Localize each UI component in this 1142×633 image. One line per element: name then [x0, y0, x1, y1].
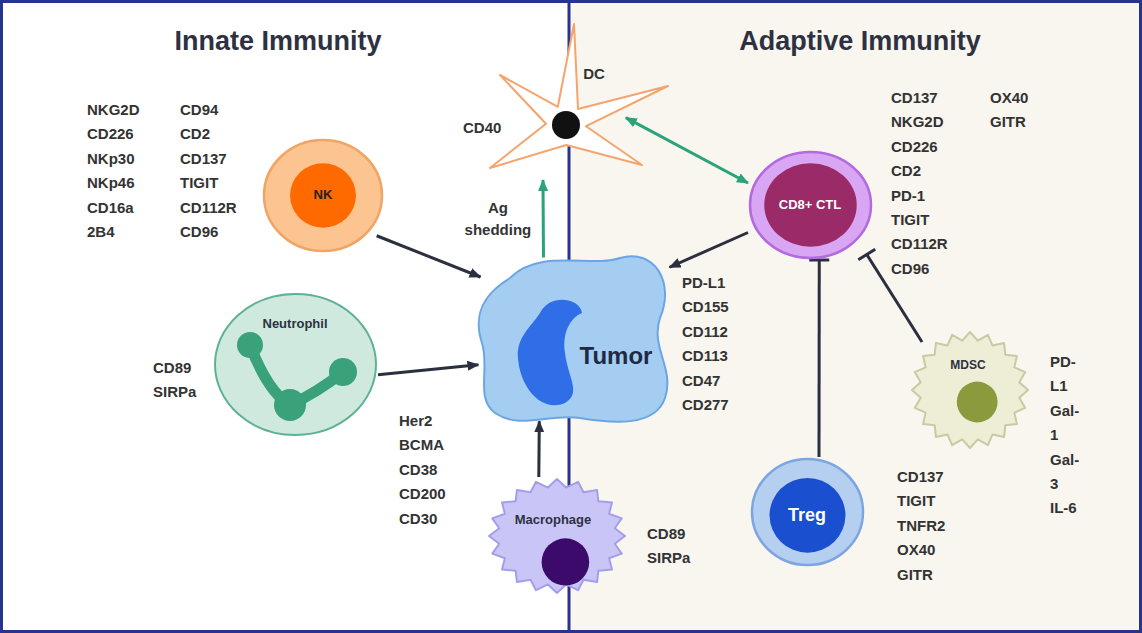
tumor-cell-shape	[470, 238, 680, 433]
macrophage-cell-shape	[487, 477, 627, 595]
cell-body	[264, 140, 382, 251]
nk-cell: NK	[262, 138, 384, 253]
dendritic-cell-shape	[470, 20, 675, 180]
cell-body	[490, 24, 668, 168]
cell-body	[215, 294, 376, 435]
cell-name: NK	[314, 188, 333, 203]
neutrophil-cell-shape	[213, 292, 378, 437]
region-heading: Adaptive Immunity	[739, 26, 981, 57]
nucleus-lobe	[237, 332, 263, 358]
cell-nucleus	[290, 163, 356, 227]
arrow-connector	[541, 180, 545, 258]
cell-name: DC	[583, 65, 605, 82]
cell-nucleus	[764, 163, 857, 247]
neutrophil-cell: Neutrophil	[213, 292, 378, 437]
cell-body	[912, 332, 1028, 448]
macrophage-cell: Macrophage	[487, 477, 627, 595]
cell-name: Macrophage	[515, 513, 592, 528]
cell-name: CD8+ CTL	[779, 198, 841, 213]
cell-body	[750, 152, 871, 258]
cell-nucleus	[770, 478, 846, 553]
cell-name: Treg	[788, 505, 826, 526]
cell-nucleus	[957, 382, 998, 423]
cell-nucleus	[552, 111, 580, 139]
cell-body	[752, 459, 863, 565]
marker-list: CD137 TIGIT TNFR2 OX40 GITR	[897, 465, 945, 587]
arrow-connector	[626, 118, 748, 183]
cell-name: Tumor	[580, 342, 653, 370]
marker-list: OX40 GITR	[990, 86, 1028, 135]
marker-list: CD40	[463, 116, 501, 140]
inhibition-line	[818, 260, 821, 457]
treg-cell: Treg	[750, 457, 865, 567]
cell-name: Neutrophil	[263, 317, 328, 332]
marker-list: CD89 SIRPa	[153, 356, 196, 405]
arrow-connector	[537, 421, 541, 477]
marker-list: PD-L1 Gal-1 Gal-3 IL-6	[1050, 350, 1079, 521]
cell-nucleus	[518, 300, 582, 405]
cell-body	[489, 479, 625, 593]
tumor-cell: Tumor	[470, 238, 680, 433]
cell-name: MDSC	[950, 359, 985, 373]
arrow-connector	[377, 236, 481, 277]
marker-list: CD137 NKG2D CD226 CD2 PD-1 TIGIT CD112R …	[891, 86, 948, 281]
ctl-cell: CD8+ CTL	[748, 150, 873, 260]
marker-list: PD-L1 CD155 CD112 CD113 CD47 CD277	[682, 271, 729, 417]
nucleus-lobe	[274, 389, 306, 421]
marker-list: Her2 BCMA CD38 CD200 CD30	[399, 409, 446, 531]
marker-list: CD94 CD2 CD137 TIGIT CD112R CD96	[180, 98, 237, 244]
marker-list: CD89 SIRPa	[647, 522, 690, 571]
cell-body	[479, 256, 668, 422]
mdsc-cell: MDSC	[910, 330, 1030, 450]
nucleus-lobe	[329, 358, 357, 386]
marker-list: NKG2D CD226 NKp30 NKp46 CD16a 2B4	[87, 98, 140, 244]
region-heading: Innate Immunity	[174, 26, 381, 57]
edge-label: Ag shedding	[465, 197, 532, 241]
mdsc-cell-shape	[910, 330, 1030, 450]
arrow-connector	[378, 365, 478, 375]
arrow-connector	[670, 233, 749, 268]
cell-nucleus	[542, 538, 590, 585]
dendritic-cell: DC	[470, 20, 675, 180]
